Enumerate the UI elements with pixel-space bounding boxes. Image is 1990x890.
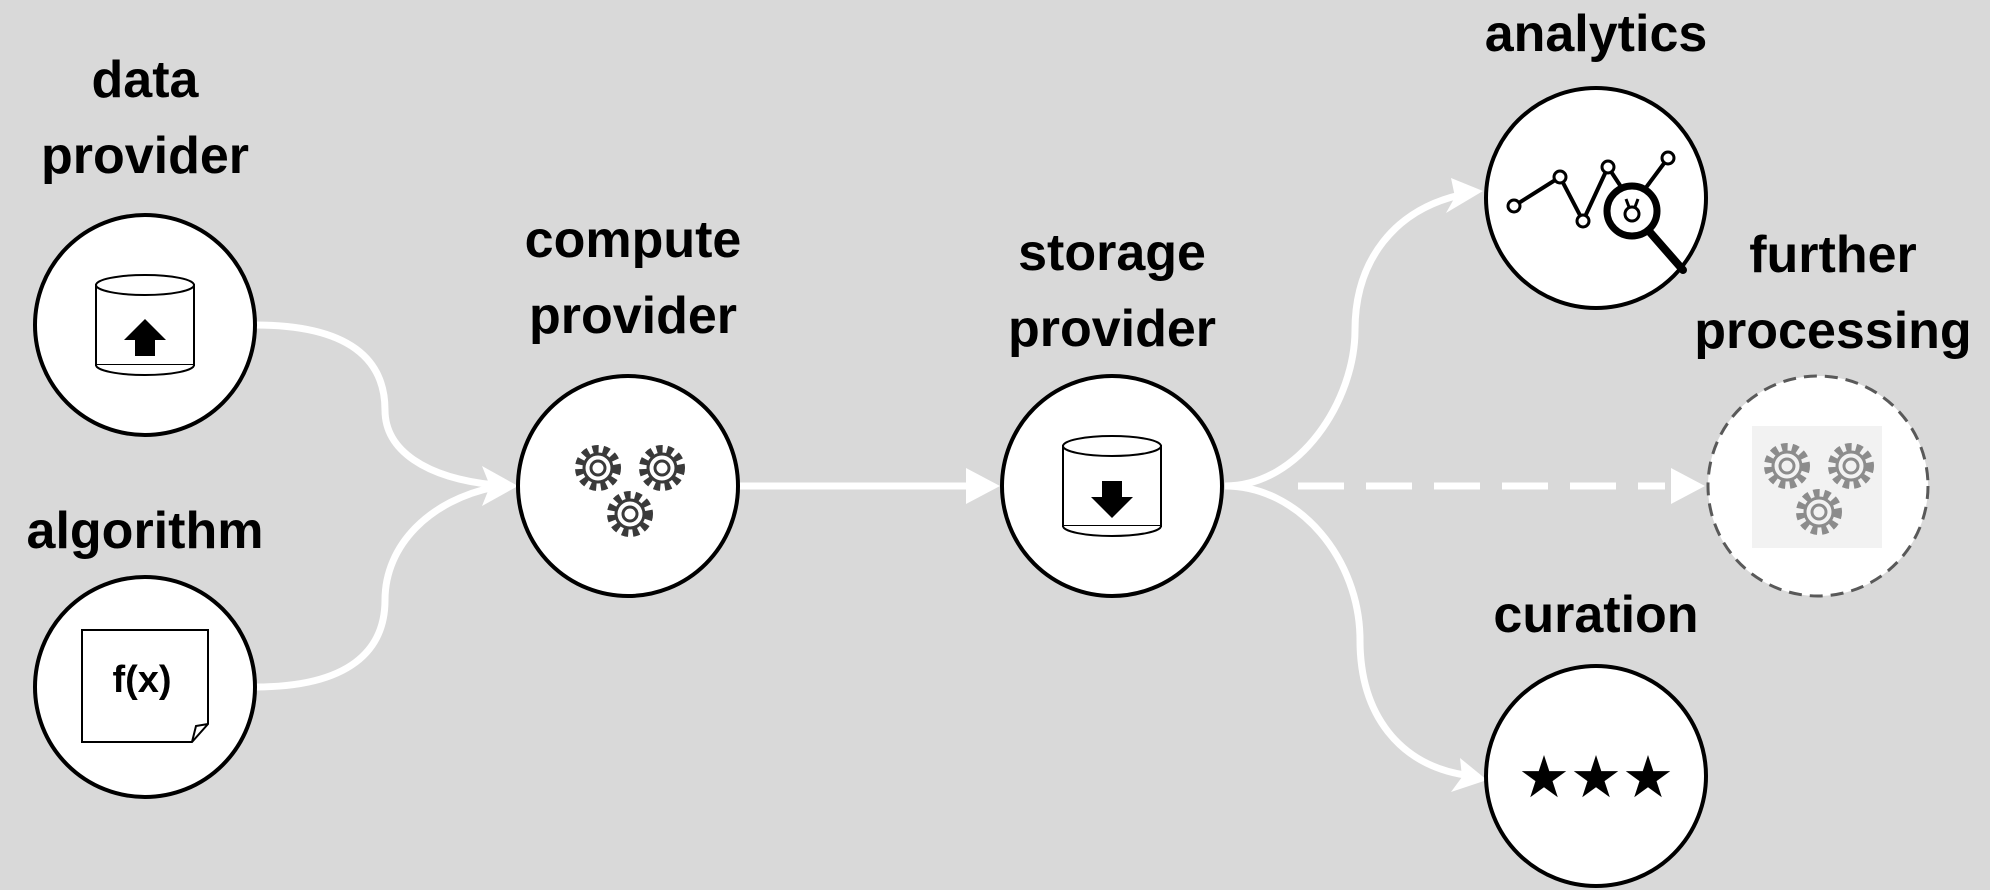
- node-data-provider: [33, 213, 257, 437]
- edge-algorithm-to-compute: [254, 483, 496, 691]
- arrowhead-curation: [1451, 758, 1487, 792]
- node-analytics: [1484, 86, 1708, 310]
- database-download-icon: [1062, 435, 1162, 537]
- label-line: provider: [40, 127, 250, 185]
- label-storage-provider: storage provider: [982, 215, 1242, 367]
- arrowhead-storage: [966, 468, 1000, 504]
- node-curation: ★★★: [1484, 664, 1708, 888]
- label-analytics: analytics: [1466, 0, 1726, 72]
- node-compute-provider: [516, 374, 740, 598]
- function-symbol-text: f(x): [112, 659, 171, 701]
- label-line: processing: [1694, 302, 1972, 360]
- label-curation: curation: [1466, 577, 1726, 653]
- label-line: data: [91, 51, 199, 109]
- arrowhead-analytics: [1446, 178, 1483, 213]
- database-upload-icon: [95, 274, 195, 376]
- label-line: further: [1749, 226, 1917, 284]
- label-line: analytics: [1484, 5, 1708, 63]
- node-storage-provider: [1000, 374, 1224, 598]
- arrowhead-compute: [482, 466, 518, 506]
- function-document-icon: f(x): [81, 629, 209, 743]
- label-data-provider: data provider: [20, 42, 270, 194]
- three-stars-icon: ★★★: [1518, 743, 1674, 811]
- arrowhead-further-processing: [1671, 468, 1705, 504]
- label-line: curation: [1493, 586, 1699, 644]
- edge-storage-to-curation: [1224, 482, 1466, 779]
- node-algorithm: f(x): [33, 575, 257, 799]
- label-line: algorithm: [26, 502, 264, 560]
- label-line: provider: [1007, 300, 1217, 358]
- arrowheads: [482, 178, 1705, 792]
- label-compute-provider: compute provider: [503, 202, 763, 354]
- edges: [254, 191, 1665, 779]
- edge-storage-to-analytics: [1224, 191, 1461, 490]
- edge-data-provider-to-compute: [254, 321, 496, 489]
- line-chart-magnifier-icon: [1506, 150, 1687, 274]
- label-line: compute: [524, 211, 742, 269]
- label-algorithm: algorithm: [10, 493, 280, 569]
- node-further-processing: [1706, 374, 1930, 598]
- label-line: provider: [528, 287, 738, 345]
- label-line: storage: [1018, 224, 1206, 282]
- label-further-processing: further processing: [1683, 217, 1983, 369]
